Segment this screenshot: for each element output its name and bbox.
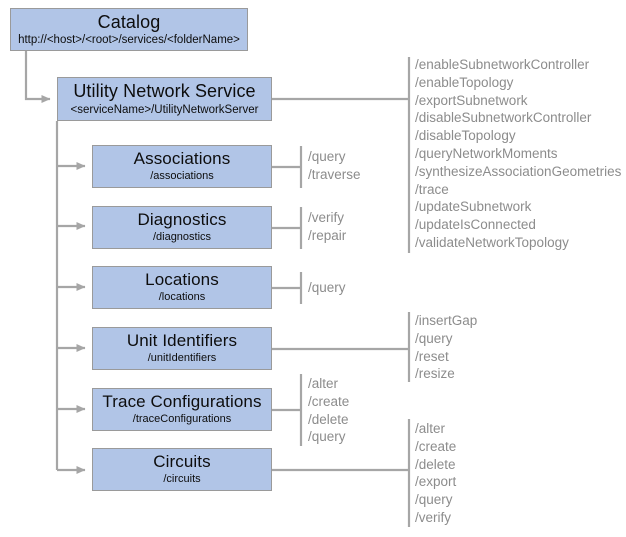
node-associations[interactable]: Associations /associations bbox=[92, 145, 272, 188]
operations-trace-configurations: /alter/create/delete/query bbox=[308, 375, 349, 446]
operation-item: /updateIsConnected bbox=[415, 217, 536, 233]
node-trace-configurations-title: Trace Configurations bbox=[102, 392, 262, 412]
operation-item: /verify bbox=[415, 509, 452, 525]
node-unit-identifiers-path: /unitIdentifiers bbox=[147, 352, 217, 365]
node-circuits-title: Circuits bbox=[153, 452, 211, 472]
operation-item: /insertGap bbox=[415, 313, 478, 328]
operation-item: /enableTopology bbox=[415, 74, 514, 90]
edge-catalog-to-service bbox=[24, 50, 51, 103]
operation-item: /query bbox=[415, 330, 453, 346]
node-diagnostics[interactable]: Diagnostics /diagnostics bbox=[92, 206, 272, 249]
operation-item: /validateNetworkTopology bbox=[415, 234, 569, 250]
node-trace-configurations[interactable]: Trace Configurations /traceConfiguration… bbox=[92, 388, 272, 431]
node-associations-path: /associations bbox=[150, 170, 214, 183]
operation-item: /exportSubnetwork bbox=[415, 92, 528, 108]
operation-item: /synthesizeAssociationGeometries bbox=[415, 163, 622, 179]
operation-item: /updateSubnetwork bbox=[415, 199, 532, 215]
node-catalog-path: http://<host>/<root>/services/<folderNam… bbox=[18, 34, 240, 47]
node-associations-title: Associations bbox=[133, 149, 231, 169]
node-unit-identifiers-title: Unit Identifiers bbox=[126, 331, 238, 351]
operation-item: /resize bbox=[415, 366, 455, 382]
operation-item: /query bbox=[308, 280, 346, 295]
node-unit-identifiers[interactable]: Unit Identifiers /unitIdentifiers bbox=[92, 327, 272, 370]
node-locations-title: Locations bbox=[145, 270, 219, 290]
operations-diagnostics: /verify/repair bbox=[308, 209, 346, 245]
operation-item: /disableSubnetworkController bbox=[415, 110, 592, 126]
node-circuits[interactable]: Circuits /circuits bbox=[92, 448, 272, 491]
node-locations[interactable]: Locations /locations bbox=[92, 266, 272, 309]
operation-item: /queryNetworkMoments bbox=[415, 145, 558, 161]
operation-item: /create bbox=[308, 393, 350, 409]
operation-item: /alter bbox=[415, 421, 446, 436]
node-utility-network-service-path: <serviceName>/UtilityNetworkServer bbox=[70, 103, 259, 116]
node-trace-configurations-path: /traceConfigurations bbox=[132, 413, 232, 426]
node-locations-path: /locations bbox=[158, 291, 206, 304]
operation-item: /delete bbox=[415, 456, 456, 472]
operation-item: /trace bbox=[415, 181, 449, 197]
operations-circuits: /alter/create/delete/export/query/verify bbox=[415, 420, 456, 527]
operations-locations: /query bbox=[308, 279, 346, 297]
operations-associations: /query/traverse bbox=[308, 148, 361, 184]
node-catalog-title: Catalog bbox=[97, 11, 161, 32]
operation-item: /query bbox=[308, 149, 346, 164]
node-utility-network-service[interactable]: Utility Network Service <serviceName>/Ut… bbox=[57, 77, 272, 121]
operation-item: /repair bbox=[308, 227, 347, 243]
operation-item: /alter bbox=[308, 376, 339, 391]
operation-item: /reset bbox=[415, 348, 449, 364]
operation-item: /verify bbox=[308, 210, 345, 225]
operation-item: /disableTopology bbox=[415, 128, 516, 144]
operation-item: /query bbox=[415, 492, 453, 508]
node-utility-network-service-title: Utility Network Service bbox=[73, 81, 256, 102]
node-catalog[interactable]: Catalog http://<host>/<root>/services/<f… bbox=[10, 8, 248, 51]
node-diagnostics-path: /diagnostics bbox=[152, 231, 212, 244]
operations-unit-identifiers: /insertGap/query/reset/resize bbox=[415, 312, 477, 383]
node-circuits-path: /circuits bbox=[163, 473, 201, 486]
operation-item: /create bbox=[415, 438, 457, 454]
operation-item: /delete bbox=[308, 411, 349, 427]
node-diagnostics-title: Diagnostics bbox=[137, 210, 227, 230]
operations-utility-network-service: /enableSubnetworkController/enableTopolo… bbox=[415, 56, 621, 252]
operation-item: /query bbox=[308, 429, 346, 445]
operation-item: /export bbox=[415, 474, 457, 490]
operation-item: /traverse bbox=[308, 166, 361, 182]
operation-item: /enableSubnetworkController bbox=[415, 57, 590, 72]
